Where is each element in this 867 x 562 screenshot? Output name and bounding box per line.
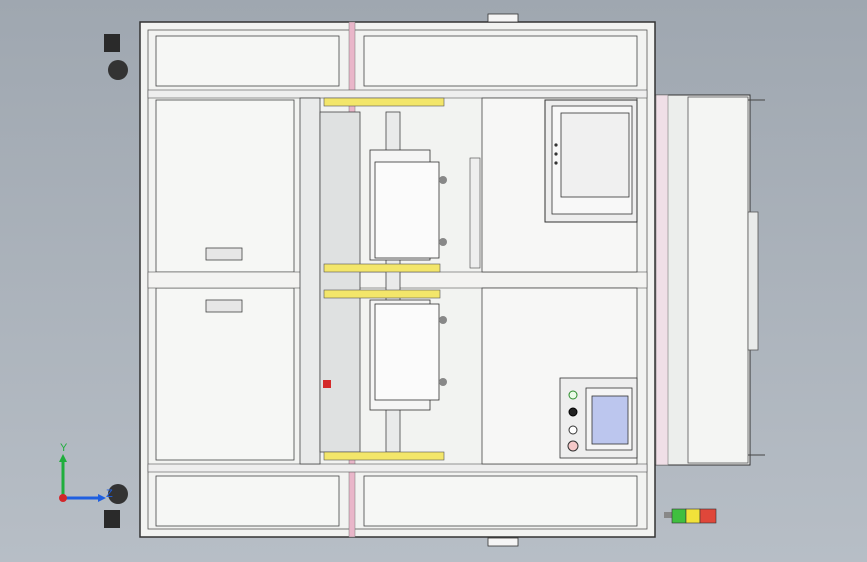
side-cabinet: [654, 94, 765, 466]
coordinate-triad-icon: Y Z: [48, 442, 118, 512]
touch-panel-icon[interactable]: [591, 395, 629, 445]
push-button-icon[interactable]: [568, 390, 578, 400]
stack-light-icon: [664, 508, 717, 524]
caster-wheel-icon: [104, 34, 128, 528]
safety-light-curtains: [323, 97, 445, 461]
triad-z-label: Z: [106, 488, 113, 500]
push-button-icon[interactable]: [568, 407, 578, 417]
push-button-icon[interactable]: [568, 425, 578, 435]
triad-y-label: Y: [60, 442, 68, 454]
push-button-icon[interactable]: [567, 440, 579, 452]
linear-module: [299, 97, 481, 465]
control-panel: [559, 377, 638, 459]
hmi-monitor: [544, 99, 638, 223]
lift-handles: [487, 13, 519, 547]
